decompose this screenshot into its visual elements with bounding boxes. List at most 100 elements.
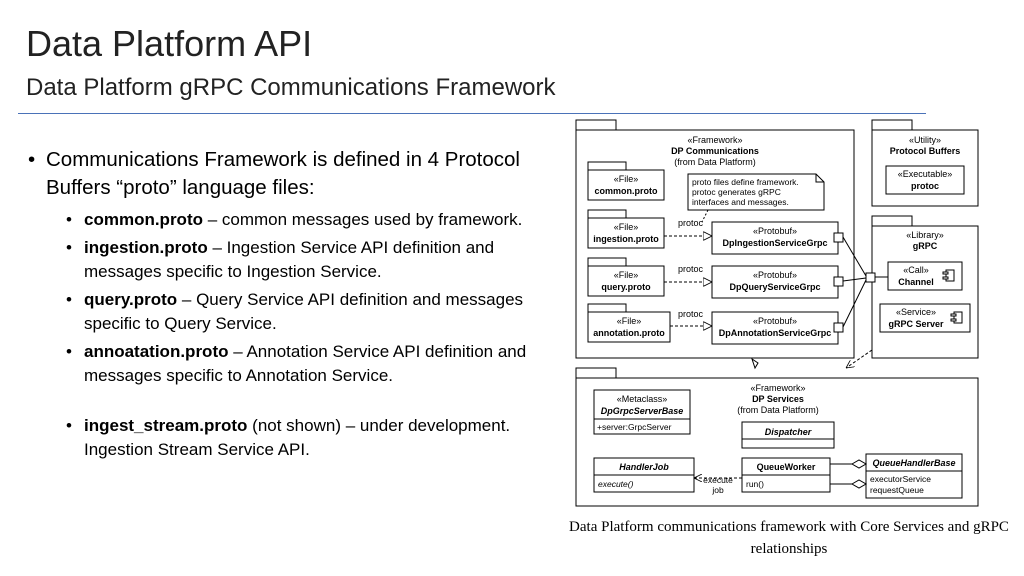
note-line: proto files define framework. [692,177,799,187]
file-tab [587,209,627,219]
class-handlerjob: HandlerJob execute() [593,457,695,493]
class-attribute: +server:GrpcServer [597,422,672,432]
protoc-arrow-query: protoc [664,264,712,282]
file-tab [587,161,627,171]
component-icon [950,311,963,324]
file-stereotype: «File» [617,316,642,326]
protobuf-name: DpAnnotationServiceGrpc [719,328,832,338]
package-dependency [846,349,873,368]
bullet-text: – Annotation Service API definition and … [84,342,527,385]
protobuf-box [711,311,839,345]
server-stereotype: «Service» [896,307,936,317]
file-ingestion-proto: «File» ingestion.proto [587,209,665,249]
bullet-term: ingestion.proto [84,238,208,257]
package-stereotype: «Framework» [687,135,742,145]
execute-label: job [711,485,724,495]
execute-label: execute [703,475,733,485]
package-name: gRPC [913,241,938,251]
executable-stereotype: «Executable» [898,169,953,179]
protobuf-query: «Protobuf» DpQueryServiceGrpc [711,265,844,299]
class-box [865,453,963,499]
class-attribute: executorService [870,474,931,484]
library-package: «Library» gRPC «Call» Channel «Service» … [871,215,979,359]
bullet-term: annoatation.proto [84,342,229,361]
aggregation-diamond [850,459,868,469]
protobuf-stereotype: «Protobuf» [753,226,797,236]
file-name: annotation.proto [593,328,665,338]
file-common-proto: «File» common.proto [587,161,665,201]
channel-name: Channel [898,277,934,287]
note-fold [815,174,824,183]
protoc-arrow-annotation: protoc [670,309,712,326]
protobuf-box [711,221,839,255]
file-name: ingestion.proto [593,234,659,244]
file-tab [587,303,627,313]
protobuf-name: DpQueryServiceGrpc [729,282,820,292]
package-tab [575,367,617,379]
file-box [587,169,665,201]
sub-bullet-annotation: annoatation.proto – Annotation Service A… [66,340,563,388]
file-annotation-proto: «File» annotation.proto [587,303,671,343]
note-shape [687,173,825,211]
protobuf-box [711,265,839,299]
class-stereotype: «Metaclass» [617,394,668,404]
file-box [587,311,671,343]
sub-bullet-ingest-stream: ingest_stream.proto (not shown) – under … [66,414,563,462]
port-square [833,232,844,243]
cursor-icon [751,357,759,370]
file-name: common.proto [595,186,658,196]
file-stereotype: «File» [614,270,639,280]
protobuf-name: DpIngestionServiceGrpc [722,238,827,248]
connector-line [842,279,867,328]
package-name: Protocol Buffers [890,146,961,156]
protoc-arrow-ingestion: protoc [664,218,712,236]
protoc-label: protoc [678,218,704,228]
port-square [865,272,876,283]
bullet-text: (not shown) – under development. Ingesti… [84,416,511,459]
uml-diagram-svg: «Framework» DP Communications (from Data… [575,119,979,507]
connector-line [842,236,867,277]
channel-stereotype: «Call» [903,265,929,275]
slide-subtitle: Data Platform gRPC Communications Framew… [26,74,556,101]
class-queuehandlerbase: QueueHandlerBase executorService request… [865,453,963,499]
package-body [871,225,979,359]
class-operation: execute() [598,479,634,489]
package-name: DP Communications [671,146,759,156]
executable-box [885,165,965,195]
aggregation-queuehandler [830,459,868,469]
note-line: protoc generates gRPC [692,187,781,197]
class-name: QueueHandlerBase [872,458,955,468]
executable-name: protoc [911,181,939,191]
sub-bullet-common: common.proto – common messages used by f… [66,208,563,232]
class-queueworker: QueueWorker run() [741,457,831,493]
file-query-proto: «File» query.proto [587,257,665,297]
class-attribute: requestQueue [870,485,924,495]
protobuf-ingestion: «Protobuf» DpIngestionServiceGrpc [711,221,844,255]
note-proto-files: proto files define framework. protoc gen… [687,173,825,223]
port-square [833,276,844,287]
protoc-label: protoc [678,309,704,319]
protoc-label: protoc [678,264,704,274]
class-box [741,421,835,449]
package-origin: (from Data Platform) [737,405,819,415]
server-name: gRPC Server [888,319,944,329]
bullet-term: ingest_stream.proto [84,416,248,435]
file-box [587,217,665,249]
package-tab [871,119,913,131]
class-box [593,389,691,435]
sub-bullet-list: common.proto – common messages used by f… [28,208,563,462]
class-operation: run() [746,479,764,489]
sub-bullet-ingestion: ingestion.proto – Ingestion Service API … [66,236,563,284]
connector-line [842,277,867,282]
port-square [833,322,844,333]
note-line: interfaces and messages. [692,197,789,207]
bullet-term: query.proto [84,290,178,309]
protobuf-stereotype: «Protobuf» [753,316,797,326]
protobuf-stereotype: «Protobuf» [753,270,797,280]
figure-caption: Data Platform communications framework w… [569,519,1009,557]
execute-job-dependency: execute job [694,475,742,495]
file-name: query.proto [601,282,651,292]
class-name: Dispatcher [765,427,812,437]
file-stereotype: «File» [614,222,639,232]
bullet-text: – Query Service API definition and messa… [84,290,524,333]
